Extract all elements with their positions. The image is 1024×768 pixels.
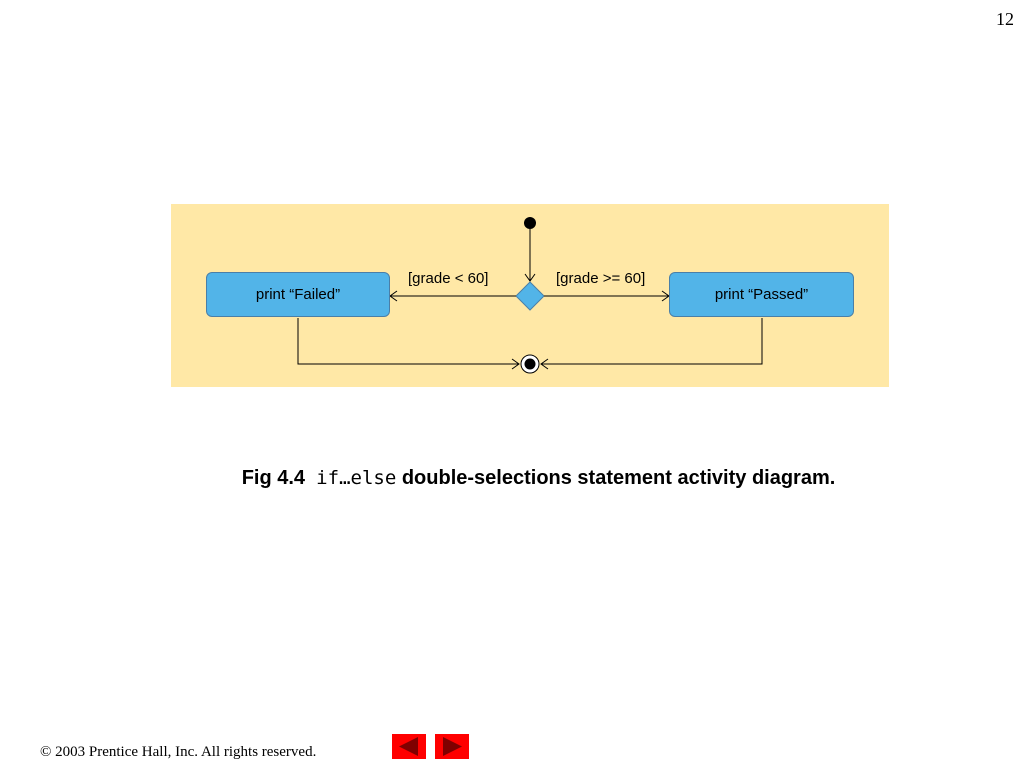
guard-grade-less-than-60: [grade < 60] [408, 270, 489, 287]
caption-text: double-selections statement activity dia… [401, 467, 836, 489]
next-slide-button[interactable] [435, 734, 469, 759]
guard-grade-greater-equal-60: [grade >= 60] [556, 270, 646, 287]
caption-ellipsis: … [339, 467, 351, 489]
decision-node [515, 281, 545, 311]
page-number: 12 [996, 9, 1014, 29]
copyright-notice: © 2003 Prentice Hall, Inc. All rights re… [40, 744, 317, 760]
caption-keyword-if: if [316, 467, 340, 489]
action-print-failed: print “Failed” [206, 272, 390, 317]
action-print-passed: print “Passed” [669, 272, 854, 317]
initial-node [524, 217, 536, 229]
flow-initial-to-decision [524, 229, 536, 282]
activity-diagram: print “Failed” print “Passed” [grade < 6… [171, 204, 889, 387]
previous-slide-button[interactable] [392, 734, 426, 759]
right-arrow-icon [443, 737, 462, 756]
final-node [520, 354, 540, 374]
flow-passed-to-final [540, 318, 763, 370]
left-arrow-icon [399, 737, 418, 756]
caption-figure-label: Fig 4.4 [241, 467, 306, 489]
figure-caption: Fig 4.4 if…else double-selections statem… [0, 467, 1024, 490]
caption-keyword-else: else [350, 467, 397, 489]
flow-decision-to-failed [389, 290, 516, 302]
flow-failed-to-final [297, 318, 520, 370]
flow-decision-to-passed [544, 290, 670, 302]
diagram-connectors [297, 217, 763, 374]
